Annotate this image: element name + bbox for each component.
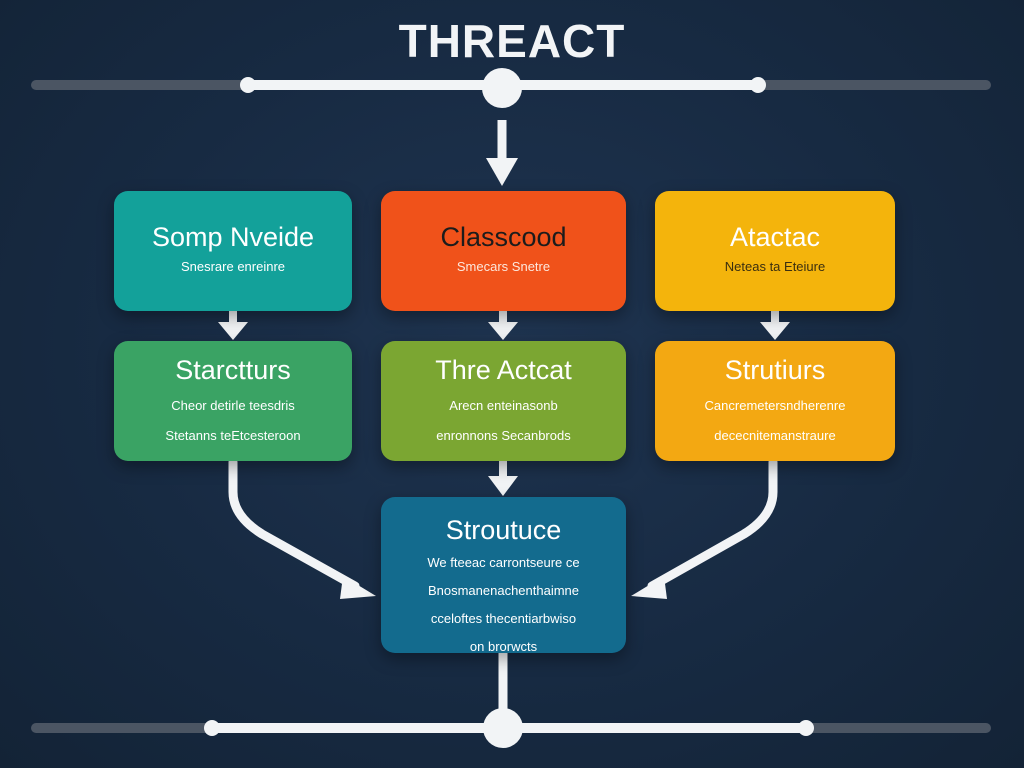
node-atactac: Atactac Neteas ta Eteiure <box>655 191 895 311</box>
node-heading: Thre Actcat <box>435 355 572 385</box>
right-merge-path <box>647 457 778 591</box>
arrow-left-icon <box>218 322 248 340</box>
node-stroutuce: Stroutuce We fteeac carrontseure ce Bnos… <box>381 497 626 654</box>
node-heading: Somp Nveide <box>151 222 315 252</box>
node-heading: Stroutuce <box>445 515 562 545</box>
node-subtext: Cancremetersndherenre <box>704 398 846 413</box>
bottom-rail-end-left <box>204 720 220 736</box>
node-subtext: Cheor detirle teesdris <box>171 398 295 413</box>
node-subtext: Neteas ta Eteiure <box>724 259 826 274</box>
diagram-title: THREACT <box>398 15 626 67</box>
node-subtext: Snesrare enreinre <box>180 259 286 274</box>
node-starctturs: Starctturs Cheor detirle teesdris Stetan… <box>114 341 352 461</box>
node-heading: Classcood <box>440 222 567 252</box>
bottom-rail-end-right <box>798 720 814 736</box>
node-thre-actcat: Thre Actcat Arecn enteinasonb enronnons … <box>381 341 626 461</box>
node-heading: Strutiurs <box>724 355 826 385</box>
node-subtext: Arecn enteinasonb <box>449 398 558 413</box>
arrow-right-icon <box>760 322 790 340</box>
node-strutiurs: Strutiurs Cancremetersndherenre dececnit… <box>655 341 895 461</box>
left-merge-path <box>228 457 360 591</box>
node-subtext: on brorwcts <box>469 639 538 654</box>
node-subtext: dececnitemanstraure <box>714 428 836 443</box>
node-subtext: Bnosmanenachenthaimne <box>427 583 580 598</box>
node-classcood: Classcood Smecars Snetre <box>381 191 626 311</box>
node-subtext: cceloftes thecentiarbwiso <box>430 611 577 626</box>
top-hub-node <box>482 68 522 108</box>
top-rail-end-right <box>750 77 766 93</box>
node-subtext: Stetanns teEtcesteroon <box>165 428 301 443</box>
node-heading: Atactac <box>729 222 821 252</box>
arrow-center-icon <box>488 322 518 340</box>
node-heading: Starctturs <box>175 355 291 385</box>
left-merge-arrow-icon <box>340 576 376 599</box>
node-subtext: We fteeac carrontseure ce <box>427 555 580 570</box>
arrow-mid-icon <box>488 476 518 496</box>
right-merge-arrow-icon <box>631 576 667 599</box>
node-somp-nveide: Somp Nveide Snesrare enreinre <box>114 191 352 311</box>
top-rail-end-left <box>240 77 256 93</box>
node-subtext: Smecars Snetre <box>456 259 551 274</box>
node-subtext: enronnons Secanbrods <box>436 428 571 443</box>
bottom-hub-node <box>483 708 523 748</box>
hub-down-arrow-icon <box>486 158 518 186</box>
